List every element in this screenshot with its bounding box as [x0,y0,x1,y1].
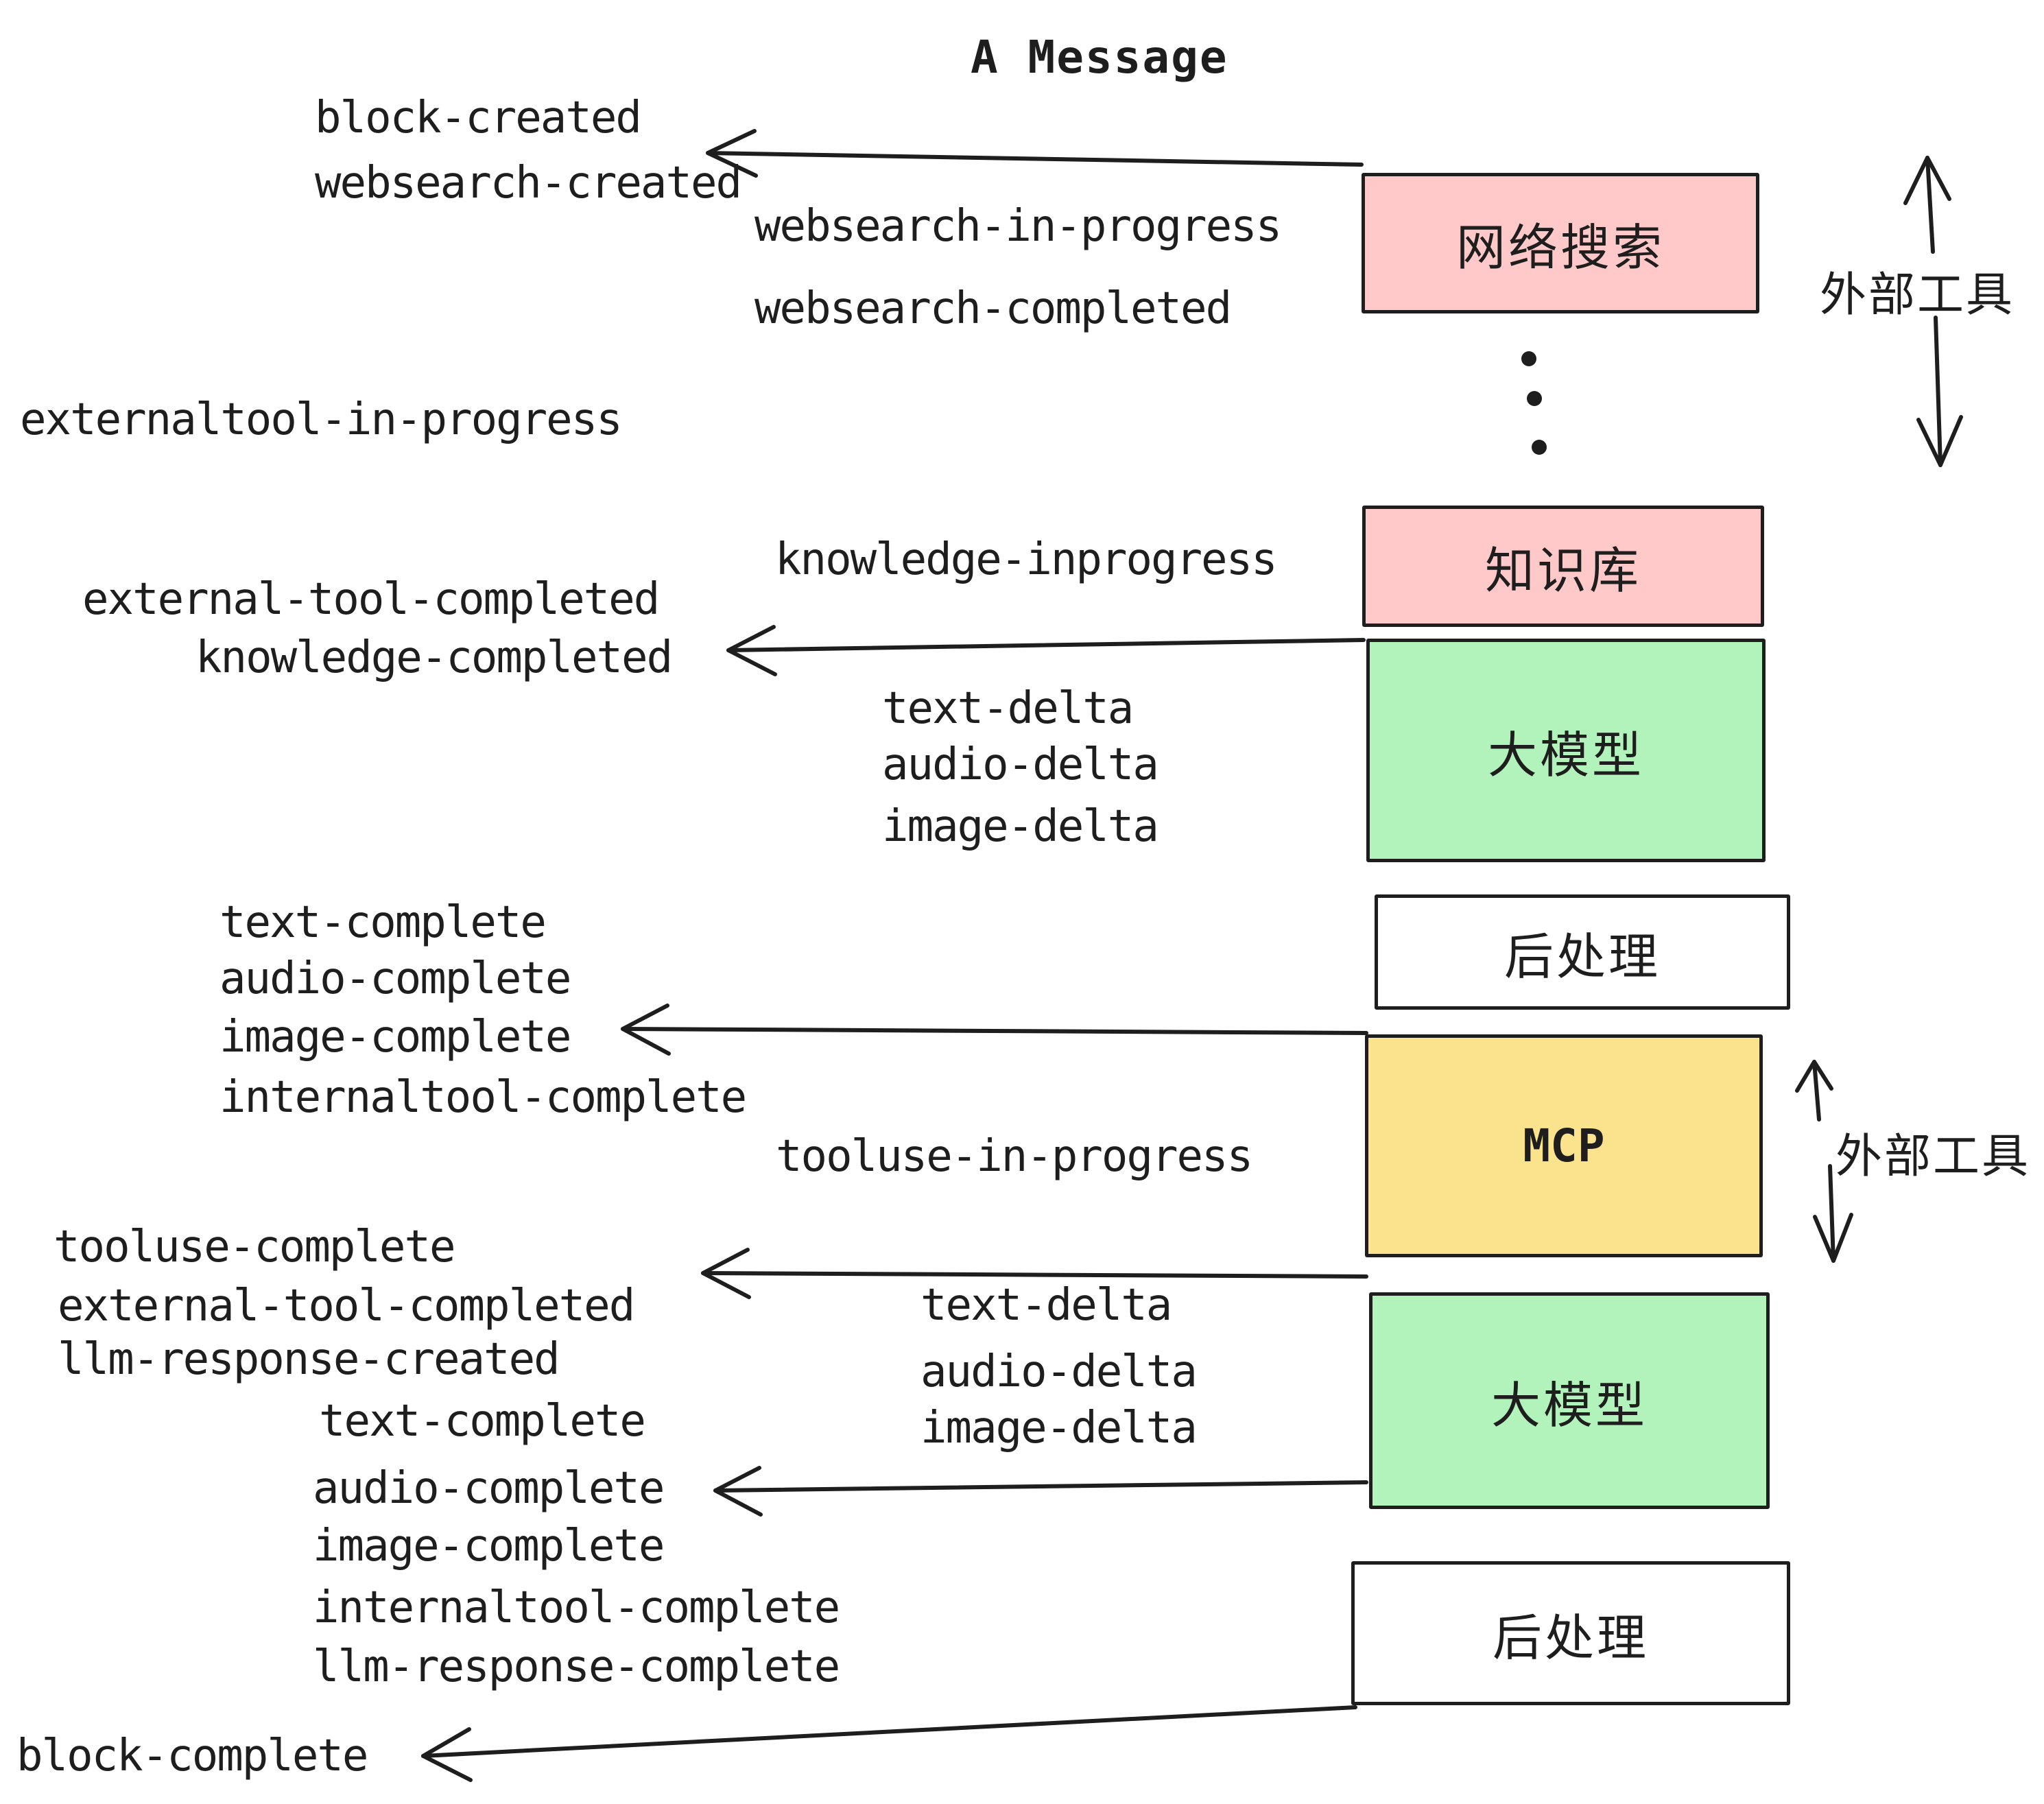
event-knowledge-completed: knowledge-completed [195,632,673,683]
event-audio-delta-1: audio-delta [882,739,1159,790]
node-knowledge-label: 知识库 [1484,542,1641,600]
event-knowledge-inprogress: knowledge-inprogress [775,534,1278,585]
node-llm-2-label: 大模型 [1490,1376,1648,1434]
event-tooluse-in-progress: tooluse-in-progress [776,1131,1253,1182]
event-audio-complete-2: audio-complete [313,1463,665,1514]
node-mcp-label: MCP [1523,1119,1605,1172]
external-tools-down-arrow-1 [1916,316,1963,467]
event-block-created: block-created [315,93,642,143]
node-llm-1-label: 大模型 [1487,726,1644,784]
event-llm-response-created: llm-response-created [58,1334,560,1385]
arrow-llm2-to-complete-list [713,1466,1368,1517]
ellipsis-dots [1521,351,1547,455]
event-text-delta-1: text-delta [882,683,1134,734]
external-tools-label-1: 外部工具 [1820,268,2015,322]
event-image-complete-1: image-complete [219,1012,571,1063]
node-websearch: 网络搜索 [1362,173,1759,313]
event-text-complete-1: text-complete [219,897,547,948]
event-internaltool-complete-1: internaltool-complete [219,1072,747,1123]
arrow-post2-to-block-complete [421,1705,1357,1782]
arrow-post1-to-complete-list [621,1004,1368,1056]
event-websearch-in-progress: websearch-in-progress [754,201,1282,252]
node-llm-1: 大模型 [1366,639,1766,862]
event-image-complete-2: image-complete [313,1521,665,1571]
event-external-tool-completed-2: external-tool-completed [58,1281,635,1331]
event-external-tool-completed-1: external-tool-completed [82,574,660,625]
node-mcp: MCP [1365,1034,1763,1257]
event-tooluse-complete: tooluse-complete [54,1222,455,1272]
node-postprocess-1: 后处理 [1375,894,1790,1010]
node-postprocess-2-label: 后处理 [1492,1609,1649,1667]
event-image-delta-1: image-delta [882,801,1159,852]
arrow-websearch-to-created [706,129,1364,178]
node-websearch-label: 网络搜索 [1455,219,1665,276]
node-postprocess-2: 后处理 [1351,1561,1790,1705]
external-tools-label-2: 外部工具 [1835,1130,2031,1184]
node-llm-2: 大模型 [1369,1292,1770,1509]
node-knowledge: 知识库 [1362,506,1764,627]
event-externaltool-in-progress: externaltool-in-progress [20,394,623,445]
event-image-delta-2: image-delta [920,1403,1198,1453]
external-tools-up-arrow-2 [1795,1060,1833,1121]
diagram-title: A Message [971,31,1228,84]
event-llm-response-complete: llm-response-complete [313,1641,840,1692]
event-audio-delta-2: audio-delta [920,1346,1198,1397]
event-text-delta-2: text-delta [920,1280,1172,1331]
event-text-complete-2: text-complete [319,1396,646,1447]
event-block-complete: block-complete [16,1731,368,1781]
node-postprocess-1-label: 后处理 [1504,927,1661,986]
arrow-knowledge-to-completed [726,625,1366,676]
event-internaltool-complete-2: internaltool-complete [313,1582,840,1633]
event-websearch-created: websearch-created [315,158,742,209]
event-audio-complete-1: audio-complete [219,953,571,1004]
event-websearch-completed: websearch-completed [754,283,1232,334]
external-tools-up-arrow-1 [1903,156,1951,254]
